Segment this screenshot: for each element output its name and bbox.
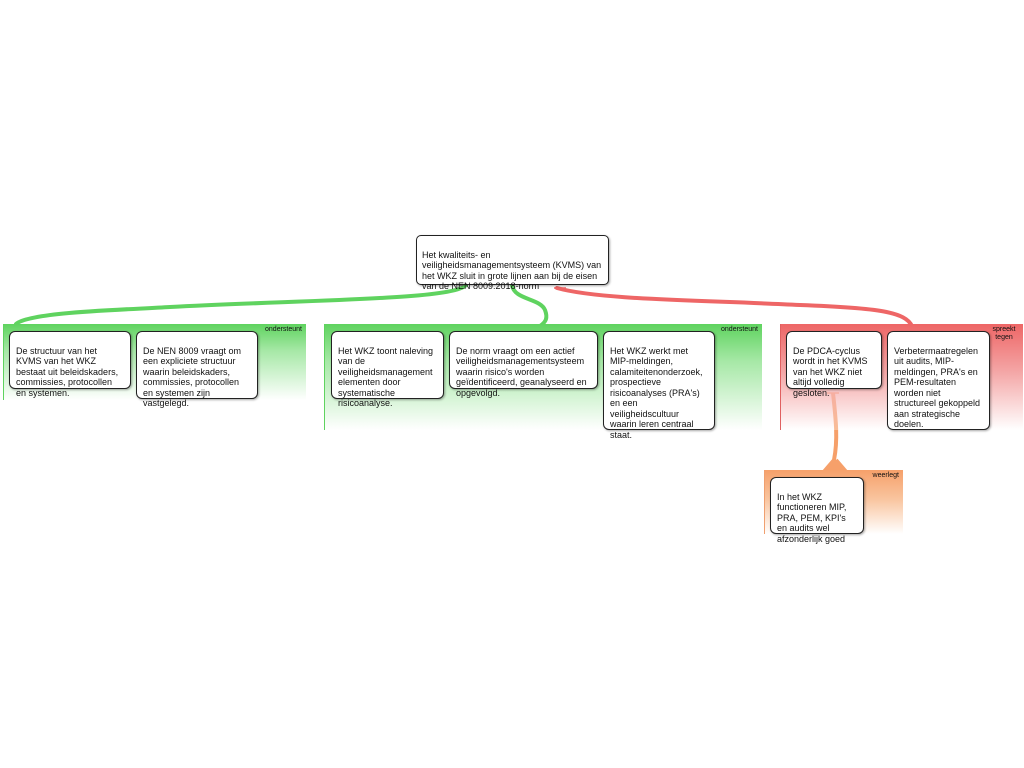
central-claim-text: Het kwaliteits- en veiligheidsmanagement… — [422, 249, 602, 292]
support-group-1-label: ondersteunt — [265, 326, 302, 333]
rebuttal-reason-1[interactable]: In het WKZ functioneren MIP, PRA, PEM, K… — [770, 477, 864, 544]
oppose-reason-2-text: Verbetermaatregelen uit audits, MIP-meld… — [894, 345, 981, 430]
support-1-reason-1-text: De structuur van het KVMS van het WKZ be… — [16, 345, 119, 398]
oppose-reason-2[interactable]: Verbetermaatregelen uit audits, MIP-meld… — [887, 331, 990, 430]
oppose-reason-1-text: De PDCA-cyclus wordt in het KVMS van het… — [793, 345, 868, 398]
support-1-reason-1[interactable]: De structuur van het KVMS van het WKZ be… — [9, 331, 131, 398]
connector-oppose — [555, 286, 914, 328]
support-2-reason-3-text: Het WKZ werkt met MIP-meldingen, calamit… — [610, 345, 703, 440]
support-2-reason-3[interactable]: Het WKZ werkt met MIP-meldingen, calamit… — [603, 331, 715, 440]
support-1-reason-2[interactable]: De NEN 8009 vraagt om een expliciete str… — [136, 331, 258, 408]
support-2-reason-2[interactable]: De norm vraagt om een actief veiligheids… — [449, 331, 598, 398]
rebuttal-group-label: weerlegt — [872, 472, 899, 479]
support-2-reason-1[interactable]: Het WKZ toont naleving van de veiligheid… — [331, 331, 444, 408]
oppose-group-label: spreekt tegen — [992, 326, 1016, 341]
rebuttal-reason-1-text: In het WKZ functioneren MIP, PRA, PEM, K… — [777, 491, 847, 544]
oppose-reason-1[interactable]: De PDCA-cyclus wordt in het KVMS van het… — [786, 331, 882, 398]
central-claim-box[interactable]: Het kwaliteits- en veiligheidsmanagement… — [416, 235, 609, 291]
support-2-reason-1-text: Het WKZ toont naleving van de veiligheid… — [338, 345, 434, 409]
support-1-reason-2-text: De NEN 8009 vraagt om een expliciete str… — [143, 345, 242, 409]
support-2-reason-2-text: De norm vraagt om een actief veiligheids… — [456, 345, 587, 398]
connector-support-2 — [510, 283, 549, 328]
connector-support-1 — [14, 283, 468, 326]
support-group-2-label: ondersteunt — [721, 326, 758, 333]
